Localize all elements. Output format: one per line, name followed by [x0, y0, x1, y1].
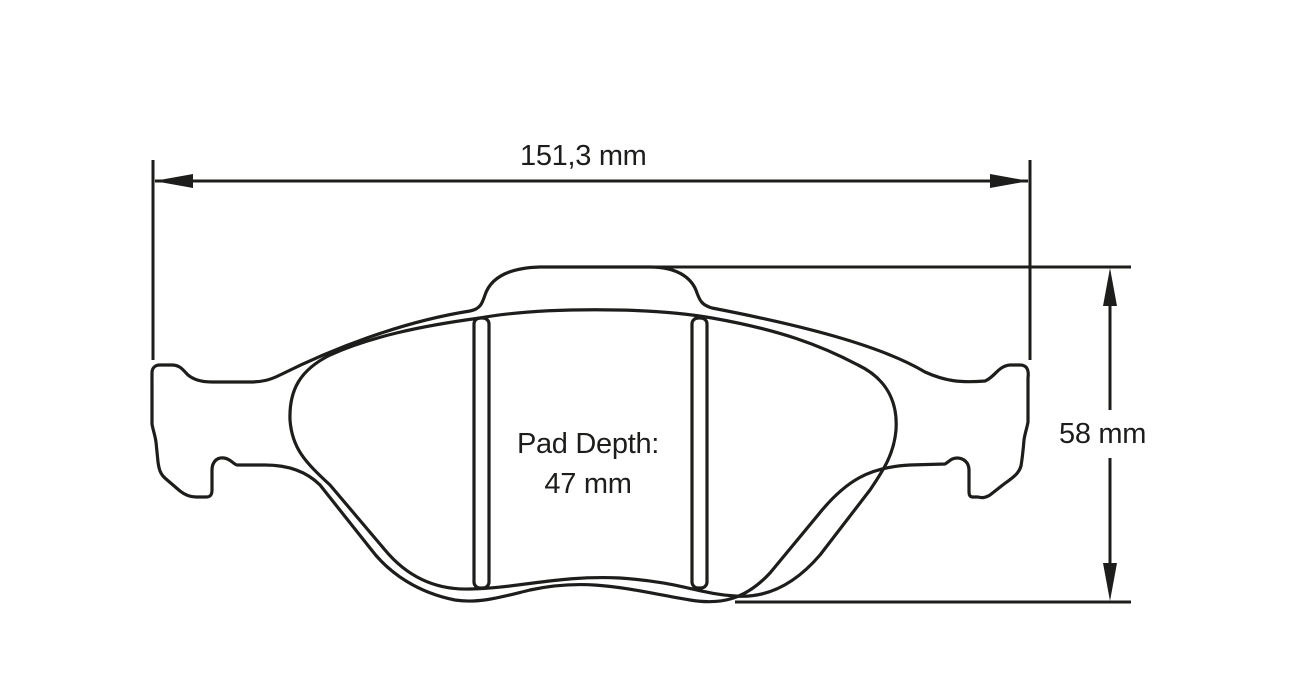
arrow-down-icon	[1103, 563, 1117, 601]
friction-material-outline	[288, 308, 898, 598]
width-dimension	[151, 160, 1032, 360]
height-dimension	[655, 265, 1131, 604]
pad-depth-title: Pad Depth:	[516, 428, 660, 460]
width-dimension-label: 151,3 mm	[520, 140, 647, 172]
arrow-up-icon	[1103, 268, 1117, 306]
arrow-right-icon	[990, 174, 1029, 188]
arrow-left-icon	[154, 174, 193, 188]
slot-right	[690, 316, 709, 590]
height-dimension-label: 58 mm	[1059, 418, 1147, 450]
pad-depth-value: 47 mm	[544, 468, 632, 500]
pad-depth-label: Pad Depth: 47 mm	[498, 424, 678, 504]
slot-left	[472, 316, 491, 590]
backing-plate-outline	[150, 265, 1030, 604]
